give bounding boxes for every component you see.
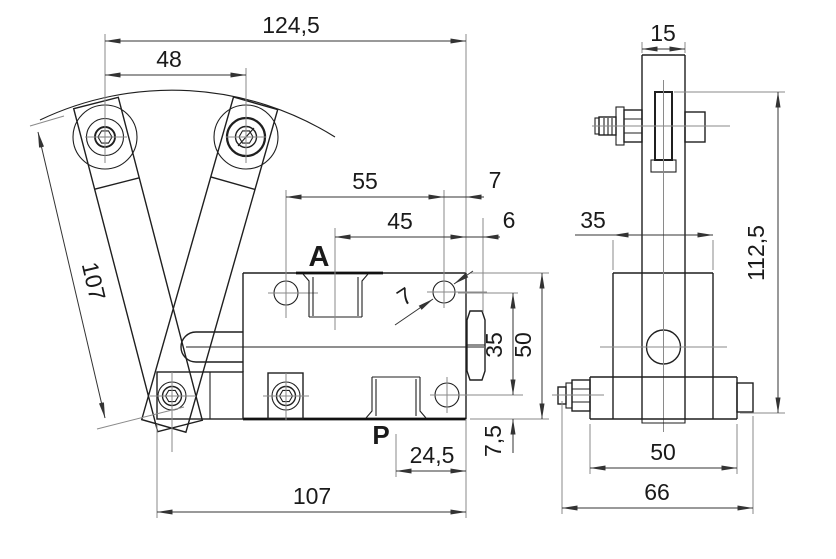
dim-holes-vertical-span: 35 [481,292,516,396]
plunger [180,331,243,363]
dim-body-height: 50 [510,272,545,420]
dim-follower-protrusion-text: 6 [503,207,516,233]
body-holes [268,277,523,413]
dim-port-p-offset: 24,5 [395,442,467,474]
dim-overall-width-text: 124,5 [262,12,320,38]
dim-side-body-width-text: 35 [580,207,606,233]
port-p-label: P [372,420,389,450]
dim-overall-width: 124,5 [104,12,467,44]
dim-body-span: 107 [156,483,467,515]
dim-base-width-text: 50 [650,439,676,465]
side-dimensions: 15 35 112,5 50 66 [561,20,785,514]
dim-body-span-text: 107 [293,483,331,509]
dim-hole-span: 55 [285,168,445,200]
side-body [600,80,727,432]
dim-hole-span-text: 55 [352,168,378,194]
dim-overall-height-text: 112,5 [743,225,769,281]
dim-arm-width-text: 15 [650,20,676,46]
dim-port-a-span-text: 45 [387,208,413,234]
dim-roller-spacing: 48 [104,46,247,78]
follower-roller [466,310,486,381]
mounting-bolt [263,373,309,420]
side-base [552,376,754,424]
dim-hole-base-offset-text: 7,5 [480,425,506,457]
front-dimensions: 124,5 48 107 55 7 45 6 [29,12,549,518]
dim-body-height-text: 50 [510,332,536,358]
side-roller-assembly [592,91,730,173]
right-lever [140,96,279,434]
dim-port-p-offset-text: 24,5 [410,442,455,468]
dim-overall-height: 112,5 [743,91,781,414]
port-p-bore [365,376,427,419]
port-a-bore [302,273,369,318]
dim-holes-vertical-span-text: 35 [481,332,507,358]
side-base-end-cap [736,382,754,413]
side-base-protrusion [641,419,686,424]
left-lever-arm [72,96,204,433]
dim-hole-edge-offset-text: 7 [489,167,502,193]
right-lever-fork-line [210,176,256,191]
follower-roller-barrel [466,310,486,381]
dim-hole-edge-offset: 7 [444,167,502,200]
dim-base-width: 50 [589,439,738,471]
dim-hole-diameter-text: 7 [392,282,417,311]
dim-hole-diameter: 7 [392,270,474,326]
port-a-label: A [309,241,330,273]
dim-roller-spacing-text: 48 [156,46,182,72]
dim-base-overall-width-text: 66 [644,479,670,505]
port-a [296,228,383,330]
dim-hole-base-offset: 7,5 [480,418,516,457]
side-view [552,54,754,432]
side-axle-bushing [684,111,706,143]
front-view: A P [39,89,523,477]
dim-base-overall-width: 66 [561,479,754,511]
roller-swing-arc [39,89,336,138]
left-lever-fork-line [94,177,140,190]
dim-port-a-span: 45 [334,208,467,240]
dim-lever-length: 107 [37,131,111,419]
dim-arm-width: 15 [641,20,686,52]
right-lever-arm [140,96,279,434]
dim-follower-protrusion: 6 [466,207,516,240]
dim-lever-length-text: 107 [77,260,111,303]
dim-side-body-width: 35 [575,207,714,238]
